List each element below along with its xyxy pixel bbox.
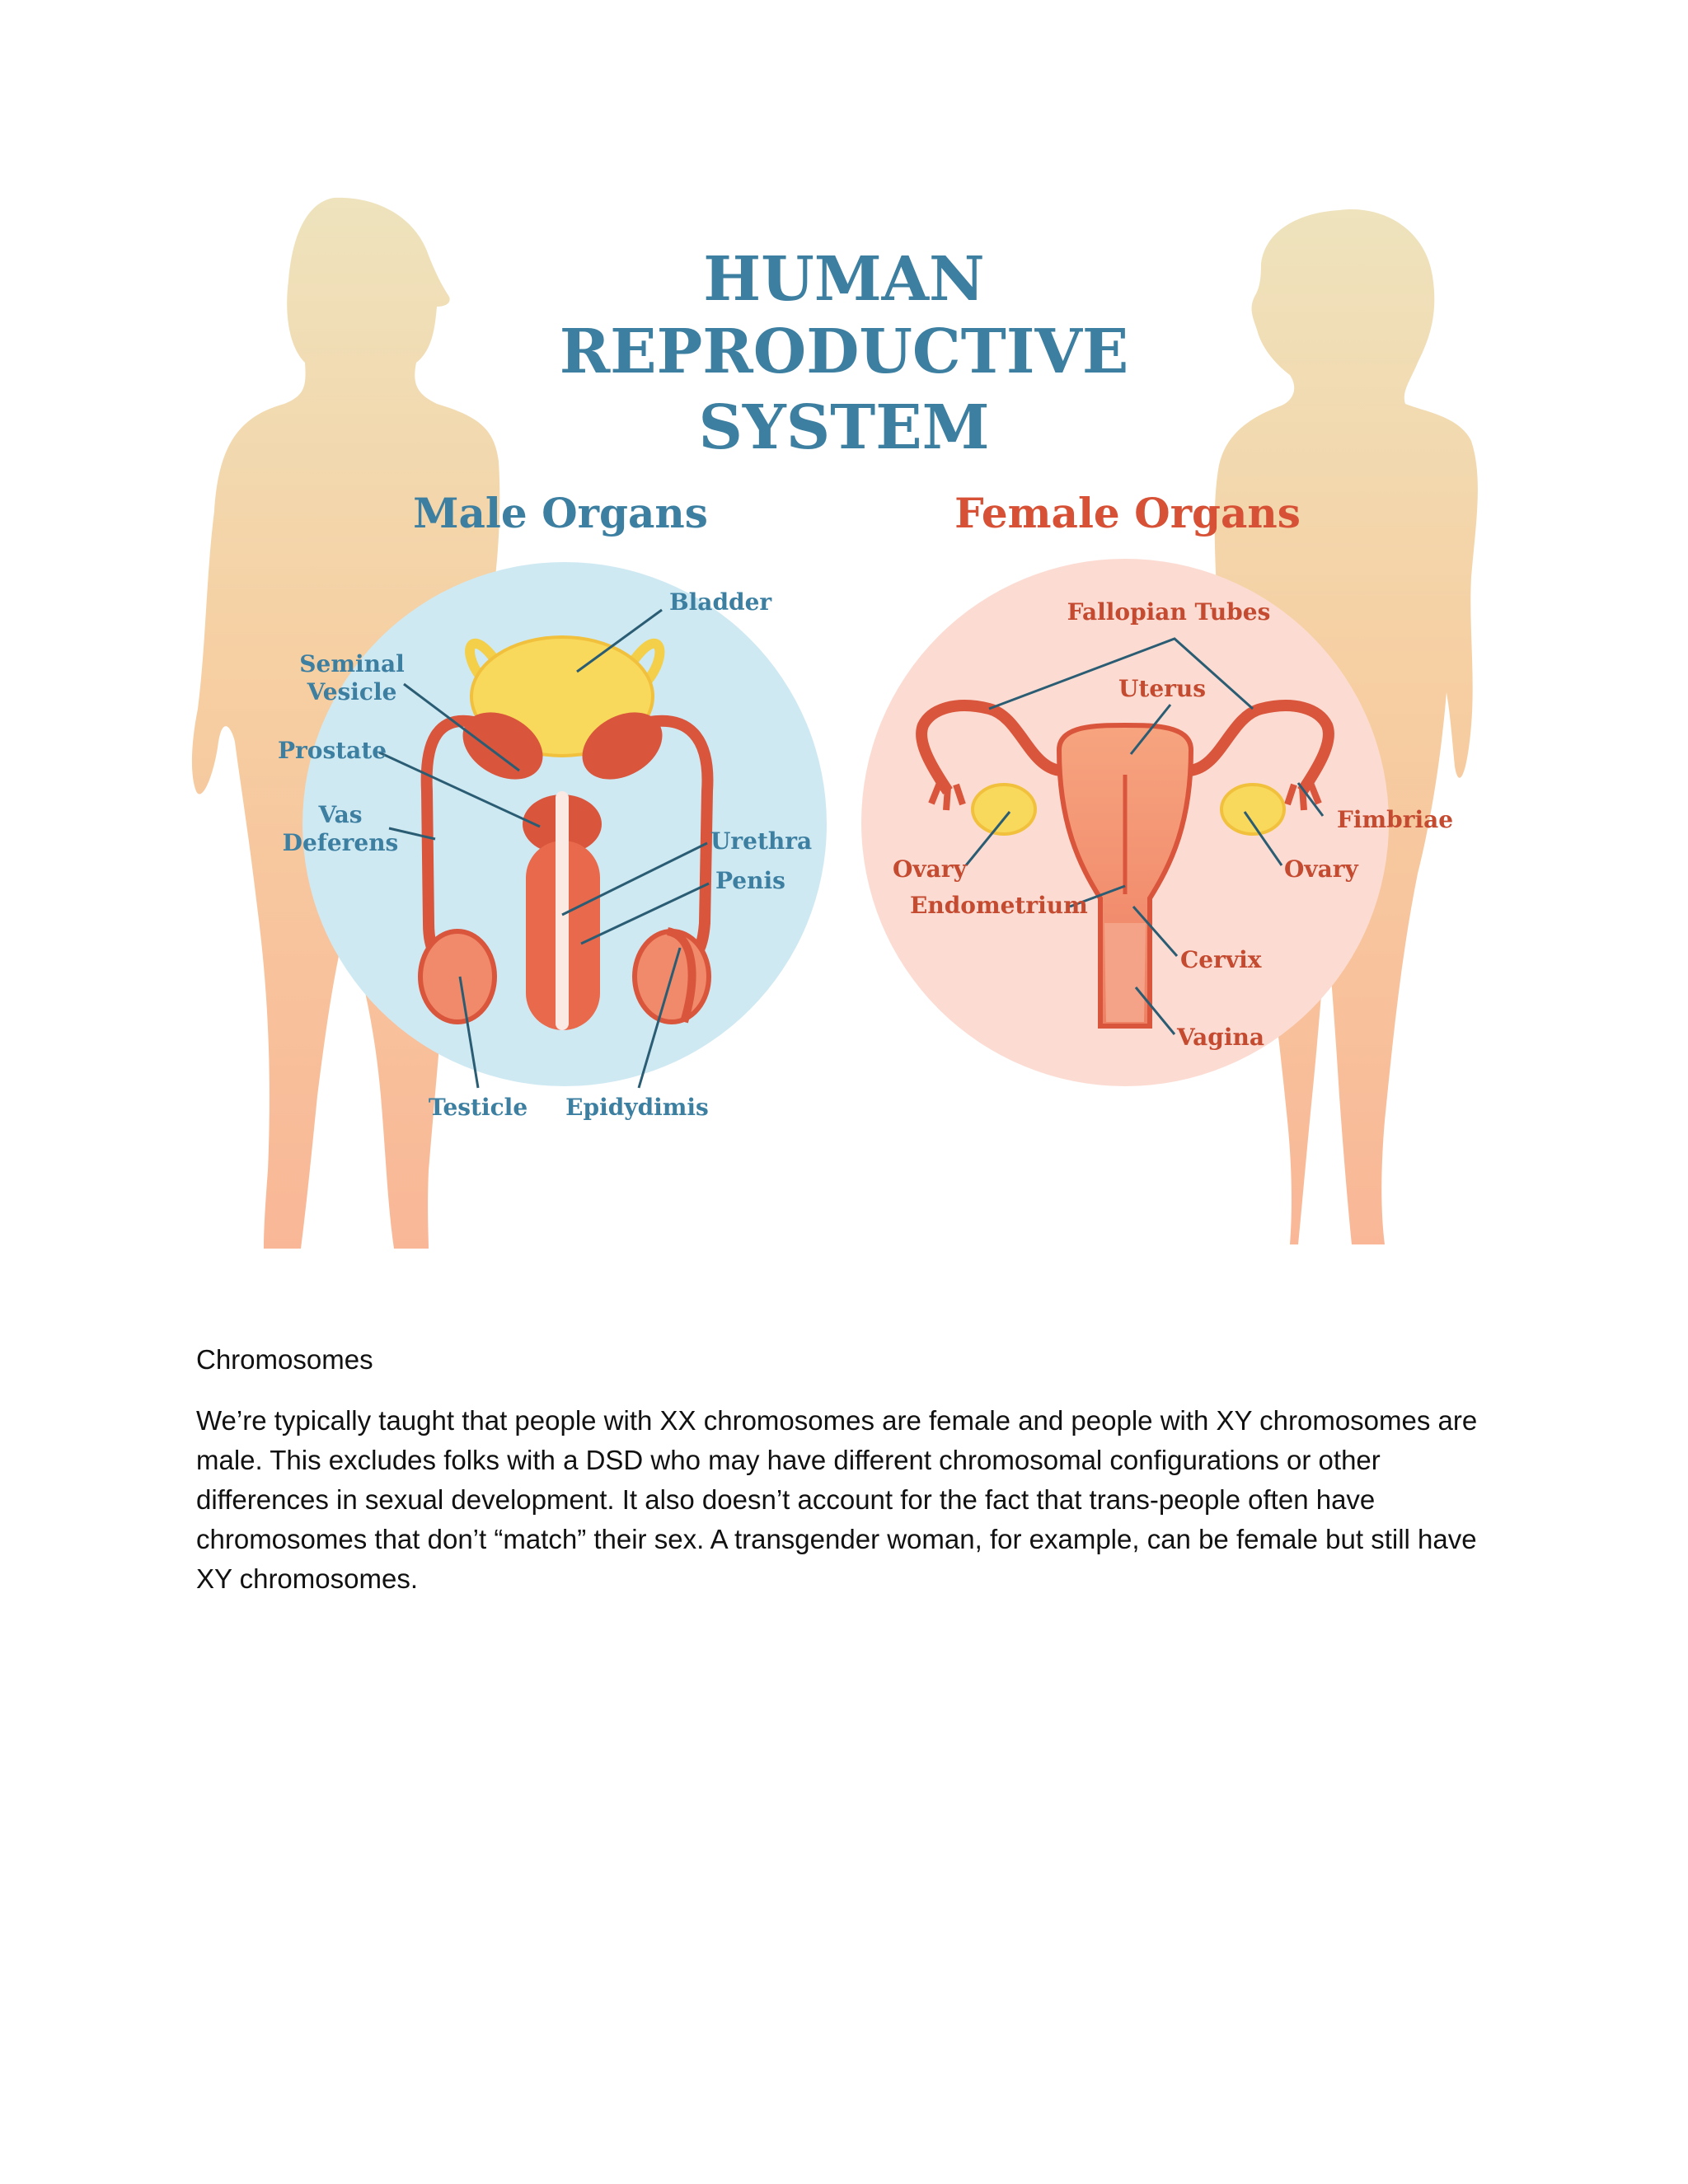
urethra-shape (556, 791, 569, 1030)
reproductive-system-illustration: HUMAN REPRODUCTIVE SYSTEM Male Organs Fe… (191, 197, 1478, 1249)
label-seminal-vesicle-1: Seminal (299, 650, 404, 677)
female-organs-diagram: Fallopian Tubes Uterus Fimbriae Ovary Ov… (861, 559, 1453, 1086)
fimbriae-left (928, 781, 966, 811)
seminal-vesicle-right (582, 712, 663, 780)
ovary-right-shape (1220, 783, 1286, 836)
fimbriae-leader (1296, 782, 1325, 817)
male-organs-heading: Male Organs (413, 489, 708, 537)
bladder-leader (576, 608, 663, 673)
female-organs-heading: Female Organs (954, 489, 1301, 537)
uterus-leader (1129, 704, 1172, 755)
prostate-leader (378, 751, 541, 828)
fallopian-tube-right (1182, 700, 1334, 794)
fallopian-tube-left (916, 700, 1068, 794)
epididymis-shape (666, 927, 696, 1024)
cervix-leader (1132, 906, 1179, 957)
label-penis: Penis (715, 867, 785, 894)
endometrium-leader (1069, 884, 1126, 908)
title-line-1: HUMAN (703, 244, 984, 315)
label-cervix: Cervix (1180, 946, 1262, 973)
label-testicle: Testicle (429, 1094, 528, 1121)
body-paragraph: We’re typically taught that people with … (196, 1405, 1478, 1594)
label-prostate: Prostate (278, 737, 387, 764)
ovary-left-shape (971, 783, 1037, 836)
epididymis-leader (637, 947, 682, 1089)
label-bladder: Bladder (669, 588, 772, 616)
ovary-right-leader (1243, 811, 1283, 866)
label-vas-deferens-1: Vas (317, 801, 362, 828)
fimbriae-right (1284, 781, 1322, 811)
vas-deferens-leader (388, 827, 436, 841)
label-ovary-left: Ovary (893, 855, 968, 883)
label-ovary-right: Ovary (1284, 855, 1359, 883)
vagina-shape (1104, 923, 1146, 1022)
title-line-3: SYSTEM (698, 392, 989, 463)
label-epididymis: Epidydimis (565, 1094, 709, 1121)
figure-title: HUMAN REPRODUCTIVE SYSTEM (560, 244, 1129, 463)
urethra-leader (561, 841, 708, 916)
ovary-left-leader (964, 811, 1011, 866)
label-endometrium: Endometrium (910, 892, 1088, 919)
vagina-leader (1134, 987, 1176, 1035)
label-fallopian-tubes: Fallopian Tubes (1067, 598, 1271, 626)
label-vagina: Vagina (1176, 1024, 1264, 1051)
seminal-vesicle-leader (403, 682, 520, 772)
seminal-vesicle-left (462, 712, 543, 780)
label-urethra: Urethra (710, 827, 812, 855)
testicle-leader (458, 976, 480, 1089)
label-uterus: Uterus (1118, 675, 1206, 702)
male-organs-diagram: Bladder Seminal Vesicle Prostate Vas Def… (278, 562, 827, 1121)
label-fimbriae: Fimbriae (1337, 806, 1453, 833)
section-heading: Chromosomes (196, 1344, 373, 1375)
penis-leader (580, 882, 710, 945)
document-body: Chromosomes We’re typically taught that … (196, 1342, 1498, 1599)
label-seminal-vesicle-2: Vesicle (307, 678, 397, 705)
testicle-left (418, 929, 497, 1024)
fallopian-tubes-leader (988, 637, 1254, 710)
title-line-2: REPRODUCTIVE (560, 316, 1129, 387)
label-vas-deferens-2: Deferens (283, 829, 399, 856)
